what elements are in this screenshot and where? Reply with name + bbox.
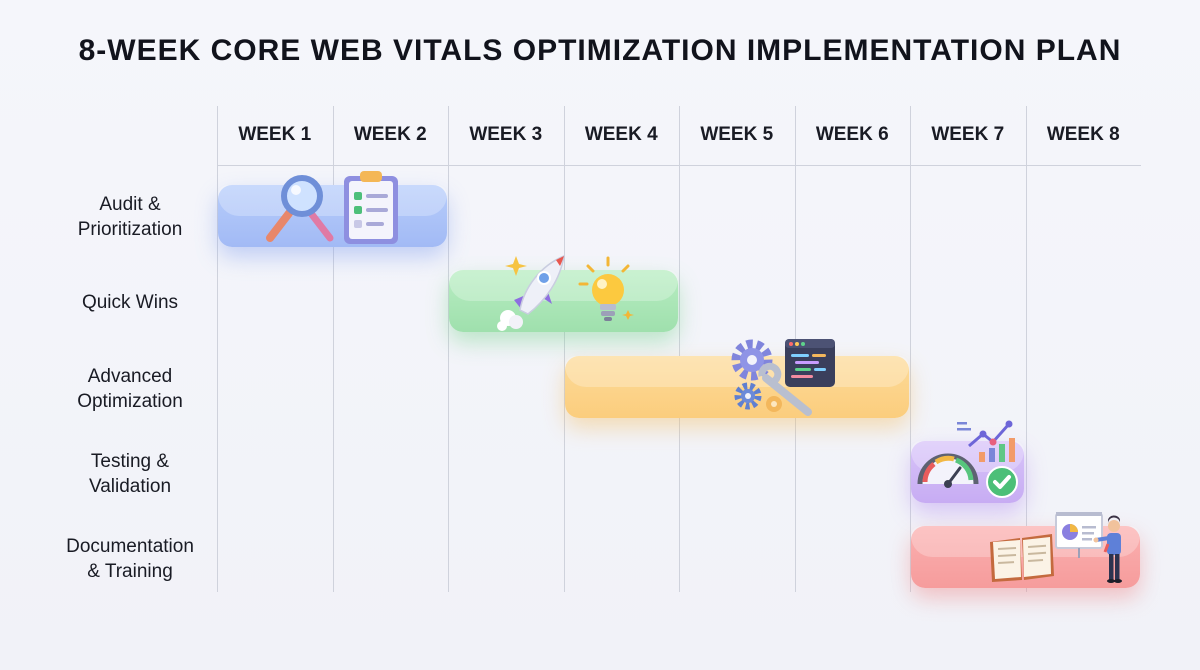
lightbulb-icon	[578, 256, 634, 321]
checkmark-icon	[986, 466, 1018, 498]
task-label-line: Prioritization	[77, 219, 183, 240]
task-label-line: Validation	[88, 476, 172, 497]
week-header-1: WEEK 1	[238, 124, 312, 145]
open-book-icon	[990, 534, 1054, 582]
week-header-2: WEEK 2	[353, 124, 427, 145]
task-bar-quick-wins[interactable]	[449, 270, 678, 332]
week-header-3: WEEK 3	[469, 124, 543, 145]
task-label-line: Documentation	[66, 536, 194, 557]
rocket-icon	[497, 254, 565, 331]
task-label-line: Optimization	[77, 391, 183, 412]
chart-title: 8-WEEK CORE WEB VITALS OPTIMIZATION IMPL…	[78, 34, 1122, 67]
code-window-icon	[785, 339, 835, 387]
week-header-7: WEEK 7	[931, 124, 1005, 145]
task-label-audit: Audit & Prioritization	[40, 192, 220, 242]
magnifier-icon	[266, 175, 334, 242]
task-label-line: Testing &	[90, 451, 170, 472]
grid-line	[448, 106, 449, 592]
header-divider	[217, 165, 1141, 166]
grid-line	[910, 106, 911, 592]
task-label-advanced: Advanced Optimization	[40, 364, 220, 414]
week-header-6: WEEK 6	[815, 124, 889, 145]
timeline-grid: WEEK 1 WEEK 2 WEEK 3 WEEK 4 WEEK 5 WEEK …	[217, 106, 1141, 592]
task-label-quick-wins: Quick Wins	[40, 290, 220, 315]
task-label-line: Quick Wins	[81, 292, 179, 313]
week-header-4: WEEK 4	[584, 124, 658, 145]
grid-line	[332, 106, 334, 592]
speedometer-icon	[917, 453, 979, 488]
grid-line	[563, 106, 565, 592]
clipboard-checklist-icon	[344, 171, 398, 244]
week-header-8: WEEK 8	[1046, 124, 1120, 145]
task-label-testing: Testing & Validation	[40, 449, 220, 499]
presenter-icon	[1055, 512, 1122, 583]
week-header-5: WEEK 5	[700, 124, 774, 145]
gears-wrench-icon	[731, 339, 812, 416]
task-label-line: Audit &	[99, 194, 161, 215]
grid-line	[1025, 106, 1027, 592]
chart-icon	[957, 420, 1015, 462]
task-label-documentation: Documentation & Training	[40, 534, 220, 584]
task-label-line: & Training	[87, 561, 173, 582]
task-label-line: Advanced	[87, 366, 173, 387]
grid-line	[679, 106, 680, 592]
grid-line	[217, 106, 218, 592]
